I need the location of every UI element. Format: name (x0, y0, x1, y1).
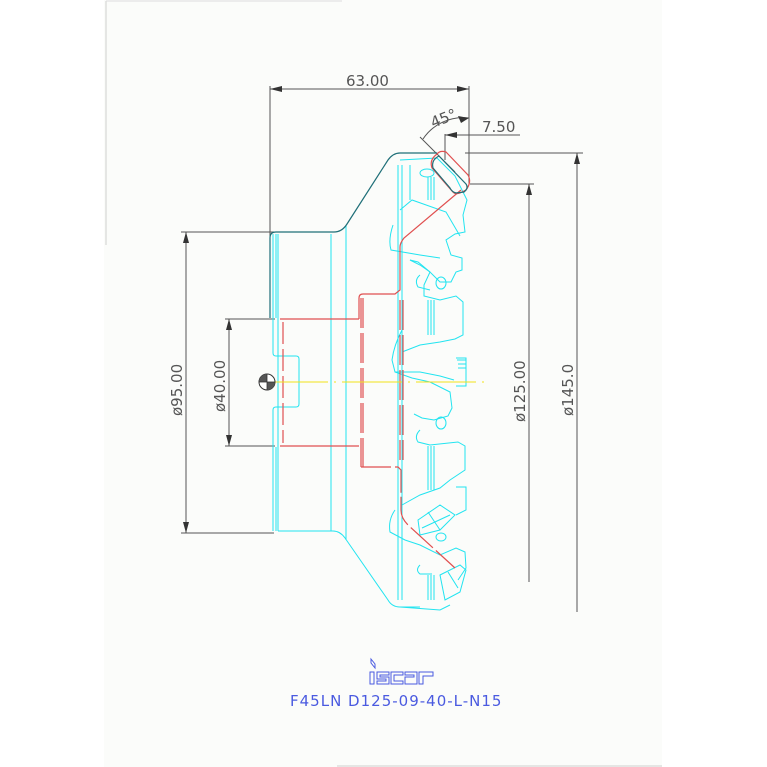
dim-body-diameter: ø95.00 (168, 364, 186, 416)
part-number: F45LN D125-09-40-L-N15 (290, 692, 502, 710)
dim-max-diameter: ø145.0 (559, 364, 577, 416)
sheet-panel (104, 0, 662, 767)
dim-chamfer-length: 7.50 (482, 118, 515, 136)
dimension-arrows (183, 86, 580, 533)
dim-overall-length: 63.00 (346, 72, 389, 90)
dimension-lines (181, 86, 583, 612)
dim-bore-diameter: ø40.00 (211, 360, 229, 412)
dim-cutting-diameter: ø125.00 (511, 360, 529, 422)
iscar-logo (369, 657, 434, 685)
center-of-gravity-icon (258, 373, 276, 391)
outline (269, 152, 468, 318)
